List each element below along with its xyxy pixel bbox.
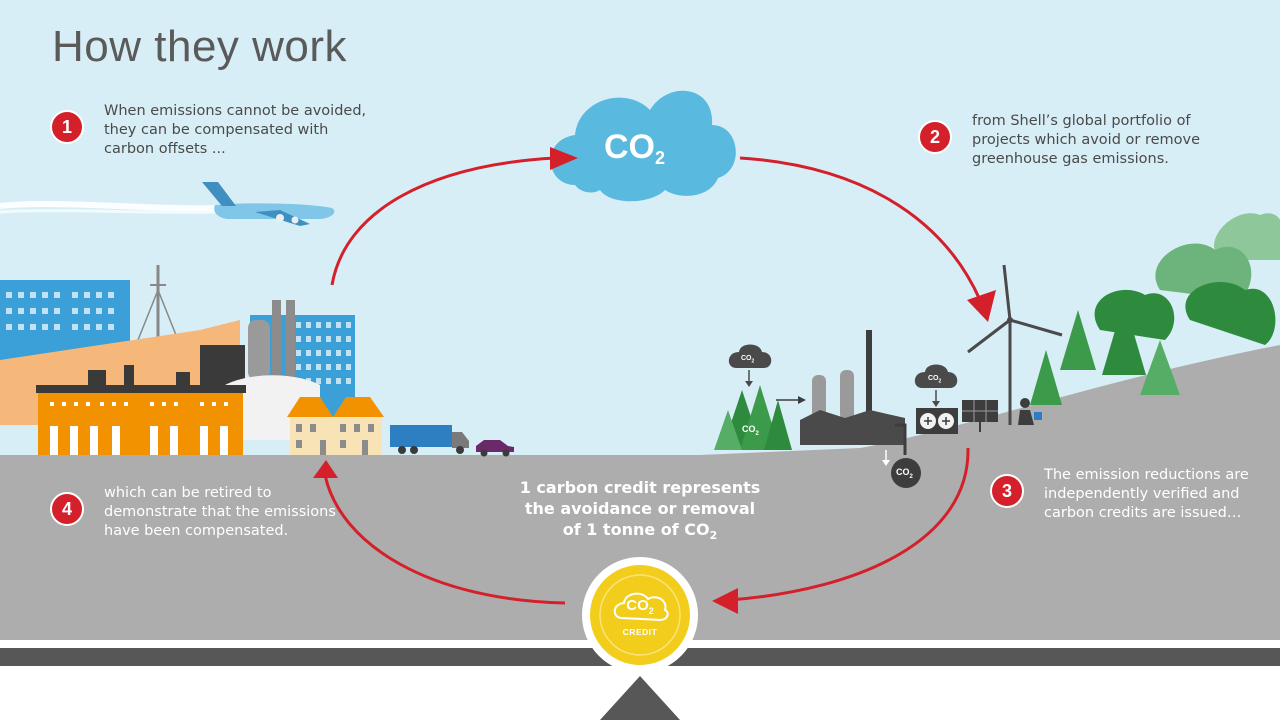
carbon-credit-coin-icon	[582, 557, 698, 673]
forest-cloud-co2-label: CO2	[741, 355, 755, 365]
forest-co2-label: CO2	[742, 424, 759, 437]
arrowhead-projects	[967, 290, 996, 322]
cloud-co2-label: CO2	[604, 128, 666, 168]
definition-line-1: 1 carbon credit represents	[519, 478, 761, 497]
co2-cloud-small-icon	[914, 364, 958, 407]
step-4-text: which can be retired to demonstrate that…	[104, 485, 336, 539]
airplane-icon	[0, 182, 335, 226]
small-forest-icon	[714, 385, 792, 450]
cycle-arrows	[323, 156, 982, 605]
arrow-to-projects	[739, 156, 982, 301]
step-3: 3 The emission reductions are independen…	[990, 466, 1260, 523]
arrow-to-retire	[323, 474, 566, 605]
truck-icon	[390, 425, 469, 454]
step-2-text: from Shell’s global portfolio of project…	[972, 113, 1201, 167]
storage-co2-label: CO2	[896, 467, 913, 480]
definition-line-3: of 1 tonne of CO2	[562, 520, 718, 543]
definition-line-2: the avoidance or removal	[524, 499, 756, 518]
solar-panel-icon	[962, 400, 998, 432]
step-4: 4 which can be retired to demonstrate th…	[50, 484, 350, 541]
refinery-icon	[776, 330, 907, 455]
arrowhead-cloud	[550, 147, 578, 170]
arrowhead-credit	[712, 588, 738, 614]
city-buildings	[0, 265, 384, 455]
car-icon	[476, 440, 514, 457]
co2-cloud-forest-icon	[728, 344, 772, 387]
wind-turbine-icon	[967, 264, 1063, 425]
arrow-to-credit	[729, 447, 970, 602]
carbon-credit-definition: 1 carbon credit represents the avoidance…	[470, 477, 810, 546]
step-4-badge: 4	[50, 492, 84, 526]
coin-credit-label: CREDIT	[622, 627, 658, 637]
step-2: 2 from Shell’s global portfolio of proje…	[918, 112, 1218, 169]
step-1-badge: 1	[50, 110, 84, 144]
step-1-text: When emissions cannot be avoided, they c…	[104, 103, 367, 157]
pointer-triangle	[600, 676, 680, 720]
carbon-capture-unit-icon	[916, 408, 958, 434]
person-icon	[1018, 398, 1042, 425]
page-title: How they work	[52, 22, 348, 71]
underground-co2-storage-icon	[882, 450, 921, 488]
capture-co2-label: CO2	[928, 375, 942, 385]
coin-co2-label: CO2	[626, 597, 654, 616]
step-3-badge: 3	[990, 474, 1024, 508]
ground	[0, 345, 1280, 640]
arrowhead-retire	[313, 460, 338, 478]
step-1: 1 When emissions cannot be avoided, they…	[50, 102, 380, 159]
co2-cloud-icon	[550, 90, 736, 202]
arrow-to-cloud	[330, 156, 556, 286]
forest-trees	[1030, 213, 1280, 405]
step-3-text: The emission reductions are independentl…	[1044, 467, 1249, 521]
step-2-badge: 2	[918, 120, 952, 154]
